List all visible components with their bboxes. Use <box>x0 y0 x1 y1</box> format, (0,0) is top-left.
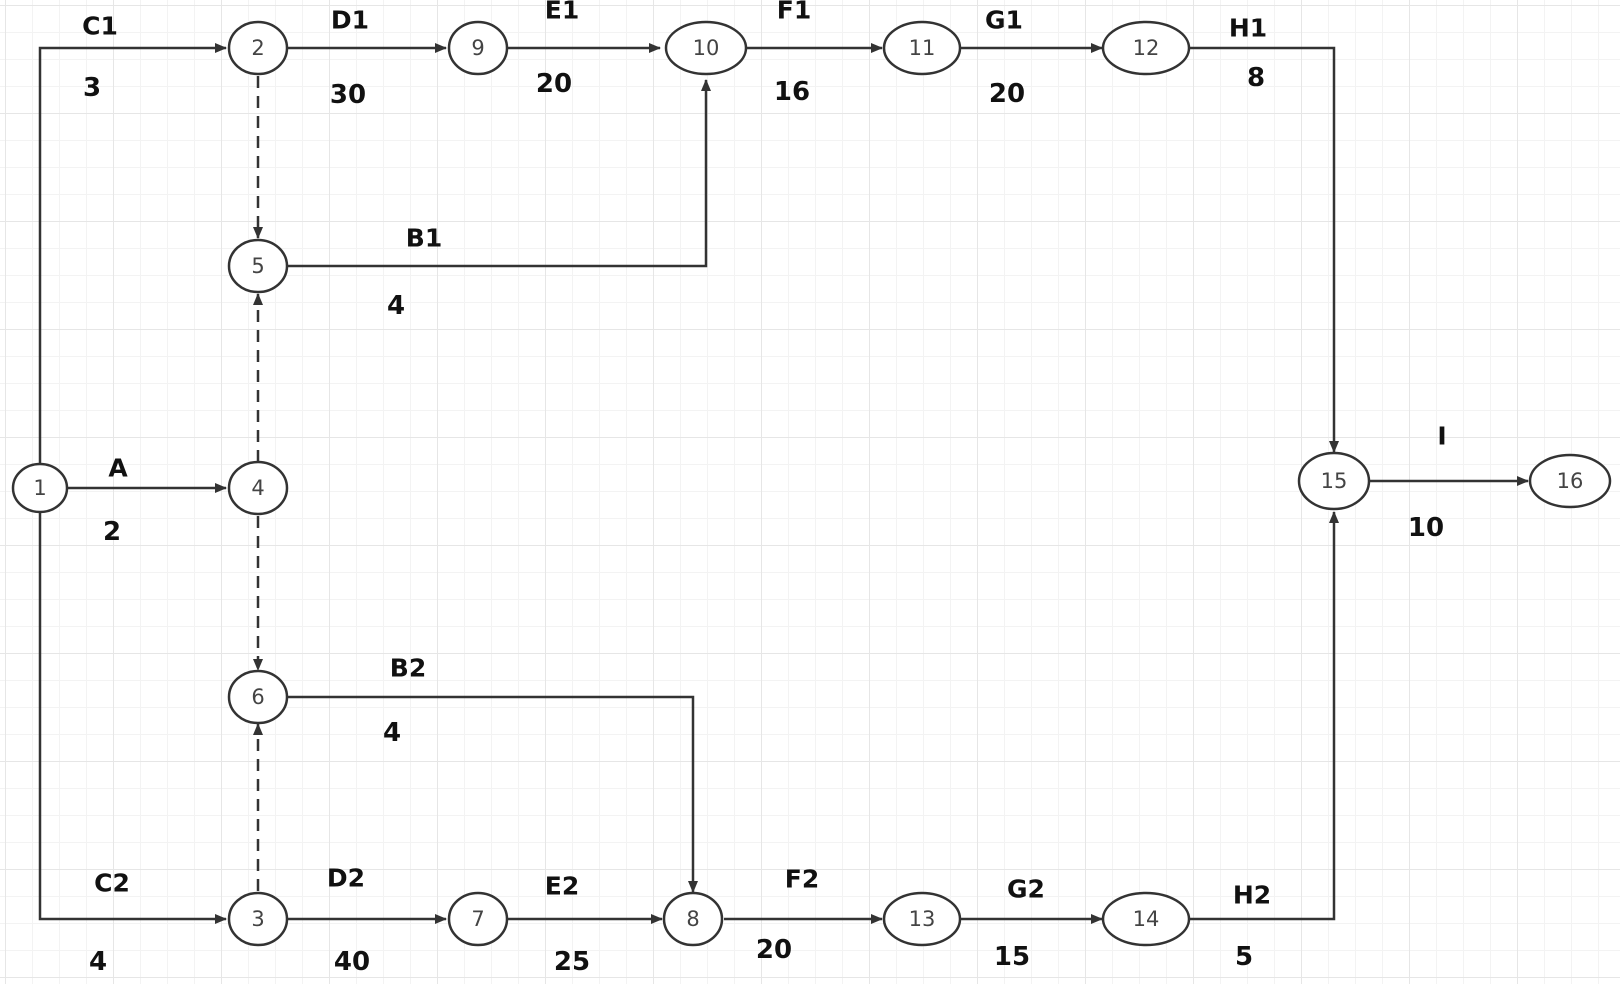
activity-duration-c1: 3 <box>83 73 101 103</box>
edge-c2 <box>38 510 227 924</box>
activity-name-b1: B1 <box>406 224 442 253</box>
activity-duration-g2: 15 <box>994 942 1030 972</box>
node-label: 5 <box>251 254 264 278</box>
node-1: 1 <box>11 462 69 514</box>
activity-name-f1: F1 <box>777 0 811 25</box>
activity-duration-e1: 20 <box>536 69 572 99</box>
edge-b1 <box>286 79 711 268</box>
activity-duration-b2: 4 <box>383 718 401 748</box>
node-label: 4 <box>251 476 264 500</box>
activity-name-f2: F2 <box>785 865 819 894</box>
node-12: 12 <box>1101 20 1191 76</box>
activity-duration-d1: 30 <box>330 80 366 110</box>
node-label: 1 <box>33 476 46 500</box>
node-label: 7 <box>471 907 484 931</box>
node-label: 12 <box>1133 36 1160 60</box>
activity-labels: C1 3 D1 30 E1 20 F1 16 G1 20 H1 8 B1 4 A… <box>82 0 1447 977</box>
node-7: 7 <box>447 891 509 947</box>
activity-duration-e2: 25 <box>554 947 590 977</box>
activity-name-d2: D2 <box>327 864 365 893</box>
node-label: 2 <box>251 36 264 60</box>
node-6: 6 <box>227 669 289 725</box>
node-2: 2 <box>227 20 289 76</box>
activity-duration-d2: 40 <box>334 947 370 977</box>
node-14: 14 <box>1101 891 1191 947</box>
node-label: 16 <box>1557 469 1584 493</box>
node-16: 16 <box>1528 453 1612 509</box>
activity-name-a: A <box>108 454 128 483</box>
activity-name-d1: D1 <box>331 6 369 35</box>
activity-name-h2: H2 <box>1233 881 1271 910</box>
node-9: 9 <box>447 20 509 76</box>
node-13: 13 <box>882 891 962 947</box>
edge-h2 <box>1190 511 1339 921</box>
activity-name-i: I <box>1437 422 1446 451</box>
activity-duration-f1: 16 <box>774 77 810 107</box>
edges <box>38 43 1529 924</box>
node-label: 15 <box>1321 469 1348 493</box>
activity-duration-g1: 20 <box>989 79 1025 109</box>
activity-duration-h1: 8 <box>1247 63 1265 93</box>
edge-b2 <box>286 695 698 893</box>
edge-h1 <box>1190 46 1339 453</box>
node-11: 11 <box>882 20 962 76</box>
node-5: 5 <box>227 238 289 294</box>
node-label: 10 <box>693 36 720 60</box>
node-15: 15 <box>1297 451 1371 511</box>
node-label: 11 <box>909 36 936 60</box>
activity-name-h1: H1 <box>1229 14 1267 43</box>
node-label: 8 <box>686 907 699 931</box>
node-label: 3 <box>251 907 264 931</box>
node-label: 6 <box>251 685 264 709</box>
activity-name-c1: C1 <box>82 12 118 41</box>
node-label: 14 <box>1133 907 1160 931</box>
activity-duration-f2: 20 <box>756 935 792 965</box>
activity-duration-h2: 5 <box>1235 942 1253 972</box>
nodes: 1 2 3 4 5 6 7 8 <box>11 20 1612 947</box>
activity-name-e2: E2 <box>545 872 579 901</box>
node-4: 4 <box>227 460 289 516</box>
node-10: 10 <box>664 20 748 76</box>
activity-name-g2: G2 <box>1007 875 1045 904</box>
activity-duration-a: 2 <box>103 517 121 547</box>
node-8: 8 <box>662 891 724 947</box>
activity-name-b2: B2 <box>390 654 426 683</box>
node-label: 9 <box>471 36 484 60</box>
activity-name-e1: E1 <box>545 0 579 25</box>
node-label: 13 <box>909 907 936 931</box>
activity-duration-i: 10 <box>1408 513 1444 543</box>
edge-c1 <box>38 43 227 466</box>
activity-name-c2: C2 <box>94 869 130 898</box>
activity-duration-c2: 4 <box>89 947 107 977</box>
activity-duration-b1: 4 <box>387 291 405 321</box>
activity-name-g1: G1 <box>985 6 1023 35</box>
node-3: 3 <box>227 891 289 947</box>
